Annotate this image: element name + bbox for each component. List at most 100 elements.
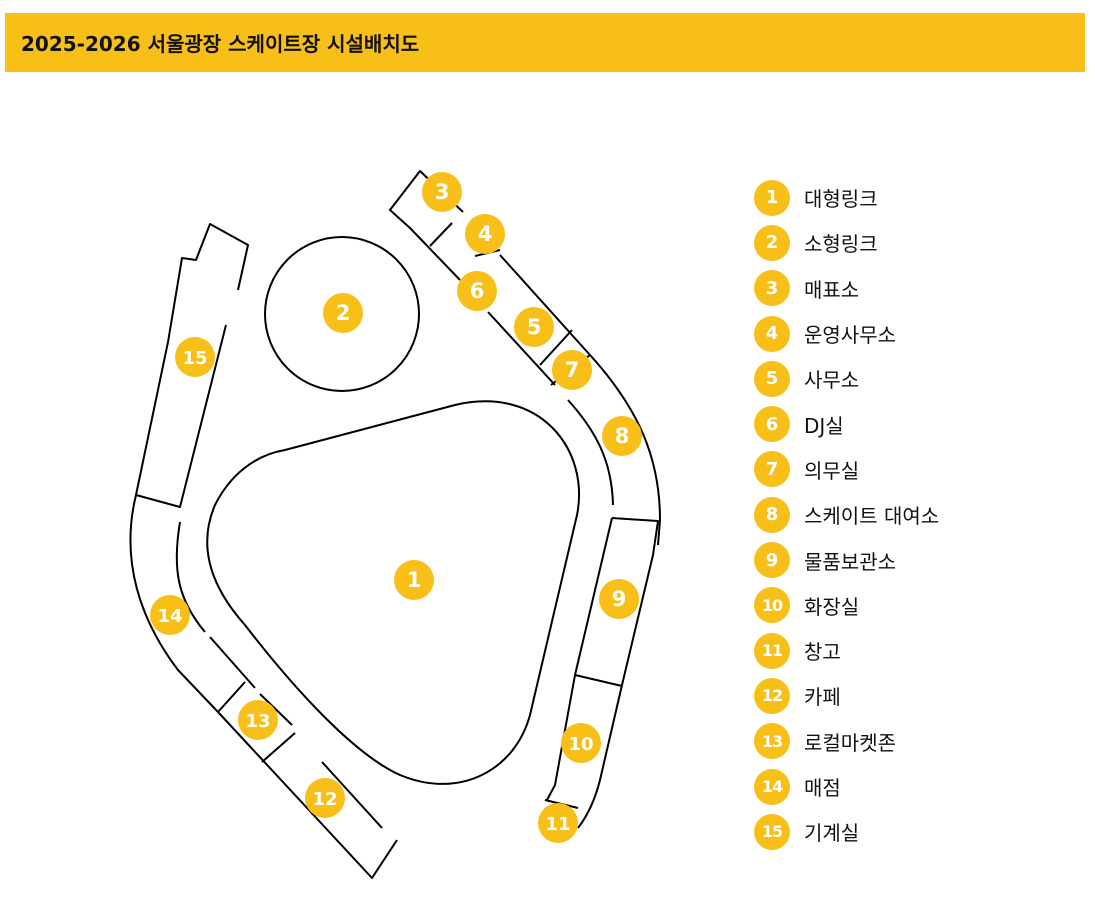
map-marker-circle (305, 778, 345, 818)
right-building-outline (577, 517, 659, 829)
legend-number-badge: 14 (754, 768, 790, 805)
map-marker-number: 3 (435, 180, 450, 204)
page-title: 2025-2026 서울광장 스케이트장 시설배치도 (21, 32, 420, 56)
map-marker-number: 5 (527, 315, 542, 339)
legend-number-badge: 1 (754, 179, 790, 216)
legend-item-3: 3 매표소 (754, 266, 939, 311)
legend-label: 로컬마켓존 (804, 730, 896, 755)
map-marker-circle (457, 271, 497, 311)
legend-label: 카페 (804, 685, 841, 710)
map-marker-number: 7 (565, 358, 580, 382)
legend-label: 스케이트 대여소 (804, 504, 940, 529)
legend-item-6: 6 DJ실 (754, 401, 939, 446)
legend-label: 창고 (804, 640, 841, 665)
legend-label: 운영사무소 (804, 323, 896, 348)
map-marker-number: 13 (245, 711, 270, 732)
legend-number-badge: 3 (754, 270, 790, 307)
map-marker-circle (465, 214, 505, 254)
legend-number-badge: 13 (754, 723, 790, 760)
map-marker-circle (552, 350, 592, 390)
legend-number-badge: 9 (754, 542, 790, 579)
map-marker-circle (422, 172, 462, 212)
legend-label: 의무실 (804, 458, 860, 483)
map-marker-circle (561, 723, 601, 763)
legend-number-badge: 8 (754, 496, 790, 533)
legend-item-15: 15 기계실 (754, 809, 939, 854)
map-marker-number: 8 (615, 424, 630, 448)
map-marker-circle (599, 579, 639, 619)
legend-item-1: 1 대형링크 (754, 175, 939, 220)
machine-room-outline (135, 223, 249, 508)
map-marker-circle (538, 803, 578, 843)
map-marker-7: 7 (552, 350, 592, 390)
legend-label: 소형링크 (804, 232, 878, 257)
legend-label: 물품보관소 (804, 549, 896, 574)
right-corridor-inner-wall (487, 311, 556, 386)
legend-label: DJ실 (804, 413, 844, 438)
legend-label: 대형링크 (804, 187, 878, 212)
left-corridor-inner-wall (175, 521, 206, 633)
map-marker-12: 12 (305, 778, 345, 818)
map-marker-14: 14 (150, 595, 190, 635)
map-marker-5: 5 (514, 307, 554, 347)
map-marker-6: 6 (457, 271, 497, 311)
map-marker-number: 2 (336, 301, 351, 325)
left-corridor-outer-wall (129, 494, 398, 879)
legend-item-4: 4 운영사무소 (754, 311, 939, 356)
large-rink-outline (206, 400, 580, 785)
map-marker-number: 10 (568, 734, 593, 755)
left-corridor-inner-segment-3 (321, 761, 383, 829)
legend-number-badge: 2 (754, 224, 790, 261)
legend-label: 화장실 (804, 594, 860, 619)
legend-number-badge: 15 (754, 813, 790, 850)
legend-label: 매점 (804, 776, 841, 800)
map-marker-9: 9 (599, 579, 639, 619)
map-marker-number: 6 (470, 279, 485, 303)
map-marker-circle (238, 700, 278, 740)
legend-number-badge: 6 (754, 406, 790, 443)
legend-label: 매표소 (804, 277, 860, 302)
left-corridor-inner-segment-1 (209, 636, 256, 689)
legend-item-13: 13 로컬마켓존 (754, 719, 939, 764)
legend-label: 사무소 (804, 368, 860, 393)
legend-item-12: 12 카페 (754, 673, 939, 718)
map-marker-number: 4 (478, 222, 493, 246)
map-marker-1: 1 (394, 560, 434, 600)
map-marker-2: 2 (323, 293, 363, 333)
map-marker-circle (602, 416, 642, 456)
divider-9-10 (574, 674, 623, 687)
divider-3-4 (429, 222, 453, 247)
legend-label: 기계실 (804, 821, 860, 846)
legend-item-11: 11 창고 (754, 628, 939, 673)
divider-14-13 (217, 681, 246, 713)
legend-number-badge: 10 (754, 587, 790, 624)
legend-item-2: 2 소형링크 (754, 220, 939, 265)
right-building-inner-wall (546, 517, 613, 801)
map-marker-number: 12 (312, 789, 337, 810)
legend-item-8: 8 스케이트 대여소 (754, 492, 939, 537)
left-corridor-inner-segment-2 (259, 693, 293, 726)
map-marker-circle (150, 595, 190, 635)
map-marker-number: 9 (612, 587, 627, 611)
map-marker-number: 15 (182, 348, 207, 369)
title-bar: 2025-2026 서울광장 스케이트장 시설배치도 (5, 13, 1085, 72)
legend-number-badge: 5 (754, 360, 790, 397)
right-corridor-outer-wall (499, 254, 661, 546)
map-marker-8: 8 (602, 416, 642, 456)
map-marker-15: 15 (175, 337, 215, 377)
legend-number-badge: 12 (754, 677, 790, 714)
map-marker-13: 13 (238, 700, 278, 740)
divider-5-7 (539, 329, 573, 366)
legend-item-10: 10 화장실 (754, 583, 939, 628)
map-marker-10: 10 (561, 723, 601, 763)
map-marker-number: 14 (157, 606, 182, 627)
map-marker-number: 11 (545, 814, 570, 835)
legend-number-badge: 11 (754, 632, 790, 669)
legend-item-14: 14 매점 (754, 764, 939, 809)
legend-number-badge: 4 (754, 315, 790, 352)
map-marker-number: 1 (407, 568, 422, 592)
map-marker-4: 4 (465, 214, 505, 254)
